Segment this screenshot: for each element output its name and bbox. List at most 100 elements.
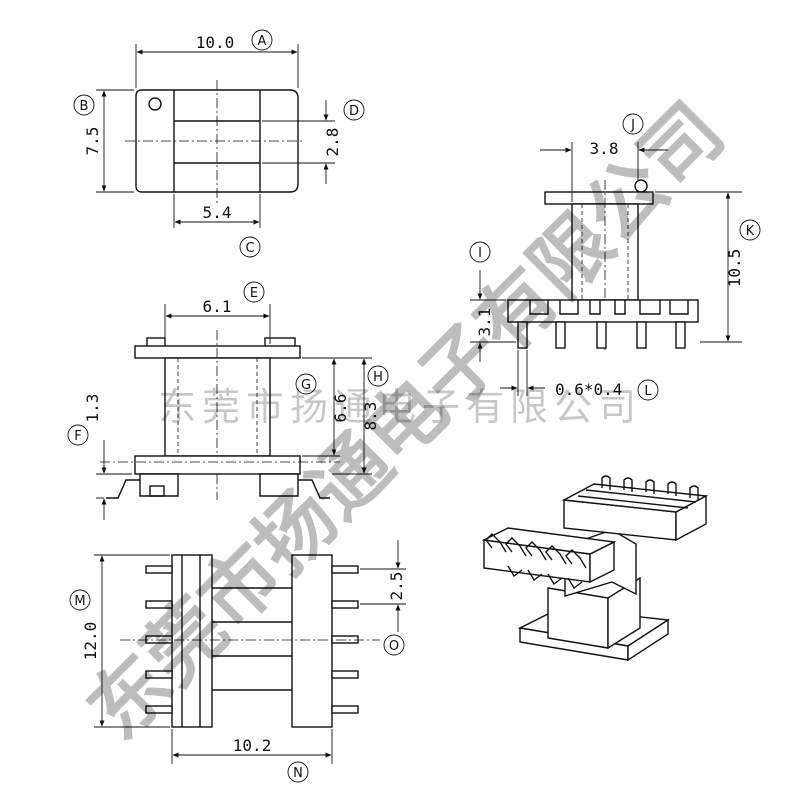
callout-j: J	[622, 113, 644, 135]
iso-pin	[545, 545, 567, 565]
callout-a: A	[251, 29, 273, 51]
side-slots	[529, 300, 689, 315]
side-pin	[555, 321, 566, 349]
side-pin	[675, 321, 686, 349]
pin-block-left	[139, 473, 179, 497]
callout-m-label: M	[74, 594, 85, 609]
side-pin	[596, 321, 607, 349]
callout-c-label: C	[245, 241, 254, 256]
iso-core-front	[547, 587, 609, 649]
callout-n: N	[287, 761, 309, 783]
watermark-line: 东莞市扬通电子有限公司	[158, 385, 642, 429]
callout-i: I	[469, 241, 491, 263]
callout-j-label: J	[630, 118, 635, 133]
smd-pin	[145, 670, 173, 679]
callout-n-label: N	[293, 766, 303, 781]
bottom-core-lines	[212, 587, 292, 691]
callout-o-label: O	[389, 639, 399, 654]
dim-value-h: 8.3	[361, 402, 380, 431]
iso-base-side	[627, 618, 669, 662]
callout-o: O	[383, 634, 405, 656]
iso-back-pins	[601, 475, 699, 500]
dim-value-k: 10.5	[725, 249, 744, 288]
winding-core	[164, 357, 271, 457]
iso-flange-ridge	[585, 489, 697, 503]
callout-f-label: F	[74, 429, 81, 444]
pins-right	[331, 565, 359, 714]
smd-pin	[331, 705, 359, 714]
iso-pin-feet	[507, 565, 583, 590]
smd-pin	[331, 565, 359, 574]
iso-pin	[667, 481, 677, 496]
iso-pin	[565, 549, 587, 569]
callout-h: H	[367, 365, 389, 387]
iso-pin	[645, 479, 655, 494]
callout-k: K	[739, 219, 761, 241]
iso-pin	[689, 485, 699, 500]
callout-f-circle	[67, 424, 89, 446]
iso-pin	[601, 475, 611, 490]
callout-e-label: E	[250, 286, 258, 301]
iso-flange-ridge	[577, 495, 689, 509]
callout-c: C	[239, 236, 261, 258]
pin-block-right	[259, 473, 299, 497]
bottom-flange-left	[171, 554, 213, 728]
callout-e-circle	[243, 281, 265, 303]
dim-value-n: 10.2	[233, 736, 272, 755]
dim-value-m: 12.0	[81, 622, 100, 661]
smd-lead-right	[298, 479, 330, 499]
iso-pin	[505, 537, 527, 557]
side-view: 3.8 10.5 3.1 0.6*0.4	[470, 139, 744, 399]
callout-e: E	[243, 281, 265, 303]
callout-d-circle	[343, 99, 365, 121]
callout-d-label: D	[349, 104, 359, 119]
smd-pin	[331, 600, 359, 609]
iso-pin	[485, 533, 507, 553]
dim-value-e: 6.1	[203, 297, 232, 316]
isometric-view	[481, 475, 709, 662]
callout-c-circle	[239, 236, 261, 258]
side-pin	[517, 321, 528, 349]
iso-pin	[525, 541, 547, 561]
callout-d: D	[343, 99, 365, 121]
smd-pin	[145, 600, 173, 609]
smd-pin	[145, 635, 173, 644]
top-flange	[134, 345, 301, 359]
callout-h-circle	[367, 365, 389, 387]
dim-value-j: 3.8	[590, 139, 619, 158]
callout-g-circle	[295, 373, 317, 395]
callout-l-circle	[637, 379, 659, 401]
side-pins	[517, 321, 686, 349]
iso-front-pins	[485, 533, 587, 590]
callout-f: F	[67, 424, 89, 446]
smd-pin	[145, 705, 173, 714]
dim-value-g: 6.6	[331, 394, 350, 423]
callout-k-label: K	[746, 224, 755, 239]
front-view: 6.1 6.6 8.3 1.3	[83, 297, 380, 520]
bottom-flange	[134, 455, 301, 475]
pin-slot-left	[149, 485, 165, 497]
bottom-flange-right	[291, 554, 333, 728]
callout-i-label: I	[478, 246, 482, 261]
dim-value-o: 2.5	[387, 572, 406, 601]
pins-left	[145, 565, 173, 714]
callout-b-label: B	[80, 99, 89, 114]
callout-b: B	[73, 94, 95, 116]
callout-j-circle	[622, 113, 644, 135]
dim-value-i: 3.1	[475, 308, 494, 337]
callout-h-label: H	[373, 370, 383, 385]
callout-n-circle	[287, 761, 309, 783]
callout-i-circle	[469, 241, 491, 263]
side-pin	[636, 321, 647, 349]
bottom-view: 12.0 2.5 10.2	[81, 540, 406, 764]
dim-value-d: 2.8	[323, 128, 342, 157]
callout-a-circle	[251, 29, 273, 51]
smd-lead-left	[106, 479, 140, 499]
callout-g-label: G	[301, 378, 311, 393]
smd-pin	[331, 635, 359, 644]
top-view: 10.0 7.5 2.8 5.4	[83, 33, 342, 228]
dim-value-f: 1.3	[83, 394, 102, 423]
callout-b-circle	[73, 94, 95, 116]
dim-value-b: 7.5	[83, 127, 102, 156]
